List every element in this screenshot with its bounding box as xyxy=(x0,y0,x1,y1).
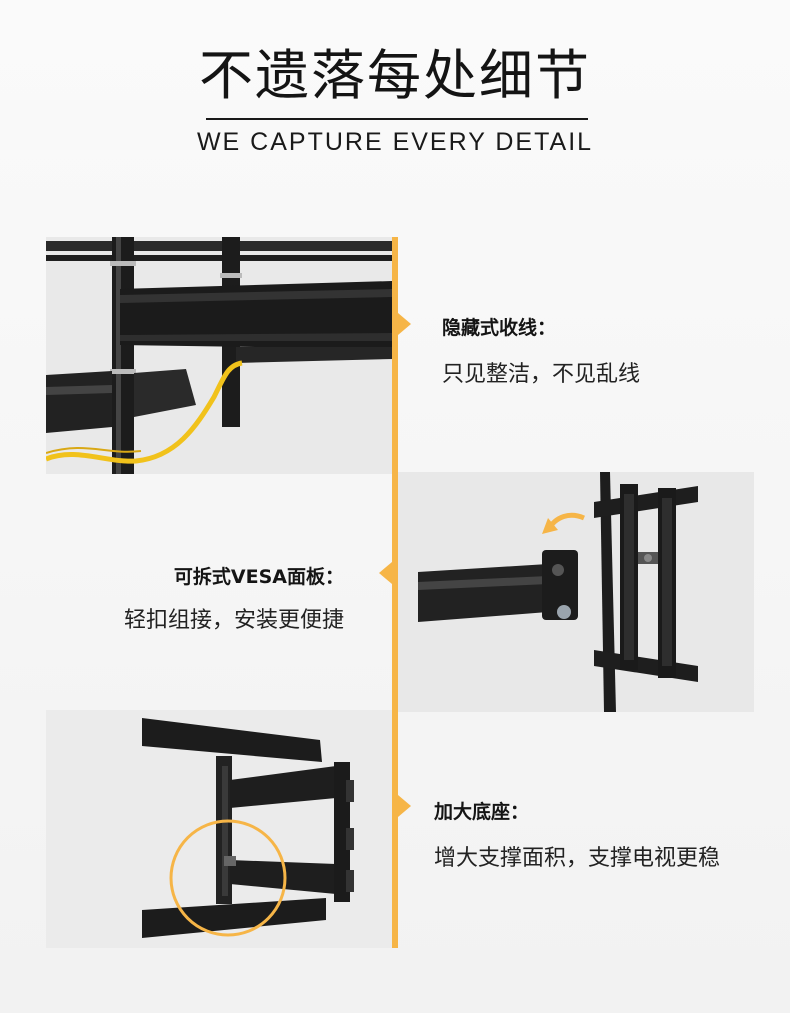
feature-desc-base: 增大支撑面积，支撑电视更稳 xyxy=(434,846,721,871)
accent-divider-line xyxy=(392,237,398,948)
feature-pointer-2 xyxy=(379,562,392,584)
page-header: 不遗落每处细节 WE CAPTURE EVERY DETAIL xyxy=(0,0,790,200)
feature-desc-cable: 只见整洁，不见乱线 xyxy=(442,362,641,387)
page-title: 不遗落每处细节 xyxy=(199,44,591,107)
enlarged-base-photo xyxy=(46,710,392,948)
page-subtitle: WE CAPTURE EVERY DETAIL xyxy=(196,128,594,156)
feature-title-base: 加大底座： xyxy=(434,801,530,823)
feature-pointer-3 xyxy=(398,795,411,817)
cable-management-photo xyxy=(46,237,392,474)
feature-pointer-1 xyxy=(398,313,411,335)
feature-title-vesa: 可拆式VESA面板： xyxy=(173,566,344,588)
title-underline xyxy=(206,118,588,120)
feature-title-cable: 隐藏式收线： xyxy=(442,317,557,339)
vesa-plate-photo xyxy=(398,472,754,712)
feature-desc-vesa: 轻扣组接，安装更便捷 xyxy=(123,608,344,633)
